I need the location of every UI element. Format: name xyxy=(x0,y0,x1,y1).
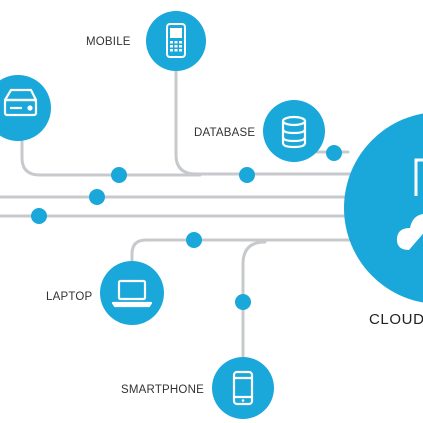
database-node-circle xyxy=(263,100,325,162)
junction-dot xyxy=(326,145,342,161)
laptop-node-circle xyxy=(100,261,164,325)
line-laptop xyxy=(130,238,362,264)
junction-dot xyxy=(89,189,105,205)
cloud-icon xyxy=(396,158,423,250)
junction-dot xyxy=(186,232,202,248)
database-icon xyxy=(281,115,307,149)
mobile-phone-icon xyxy=(166,23,186,58)
smartphone-node-circle xyxy=(212,357,274,419)
junction-dot xyxy=(235,294,251,310)
junction-dots xyxy=(31,145,342,310)
line-smartphone xyxy=(241,240,267,359)
hard-drive-icon xyxy=(3,88,38,117)
smartphone-node: SMARTPHONE xyxy=(121,357,274,419)
laptop-label: LAPTOP xyxy=(46,291,92,303)
laptop-icon xyxy=(111,279,153,308)
connector-lines xyxy=(0,68,362,359)
database-label: DATABASE xyxy=(194,127,255,139)
drive-node-circle xyxy=(0,75,51,141)
line-drive xyxy=(20,138,202,177)
drive-node xyxy=(0,75,51,141)
junction-dot xyxy=(31,208,47,224)
mobile-label: MOBILE xyxy=(86,36,131,48)
junction-dot xyxy=(239,167,255,183)
smartphone-label: SMARTPHONE xyxy=(121,384,204,396)
cloud-circle xyxy=(344,113,423,303)
database-node: DATABASE xyxy=(194,100,325,162)
laptop-node: LAPTOP xyxy=(46,261,164,325)
mobile-node: MOBILE xyxy=(86,11,206,71)
cloud-label: CLOUD xyxy=(369,311,423,328)
junction-dot xyxy=(111,167,127,183)
smartphone-icon xyxy=(232,370,254,406)
